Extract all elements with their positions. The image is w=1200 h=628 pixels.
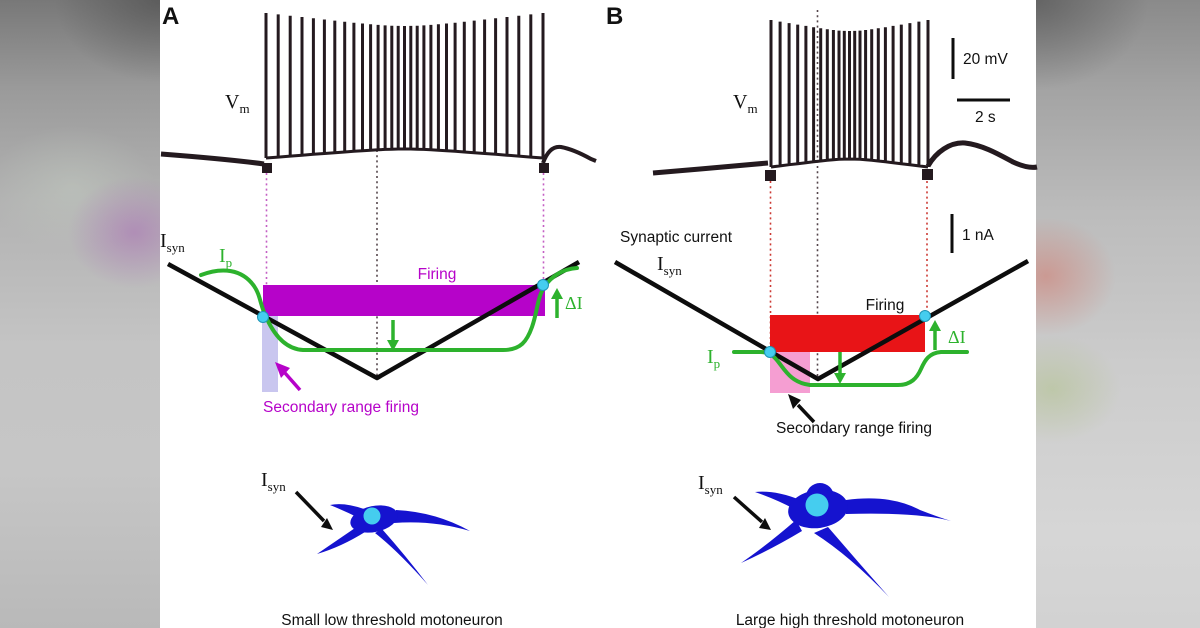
vm-onset-marker-b <box>765 170 776 181</box>
isyn-ramp-a <box>166 260 581 381</box>
vm-spikes-b <box>769 20 930 169</box>
vm-label-a: Vm <box>225 91 250 116</box>
recruitment-dot-a <box>257 311 269 323</box>
ip-label-b: Ip <box>707 346 720 371</box>
neuron-b-arrow <box>732 495 771 530</box>
deltai-label-a: ΔI <box>565 293 583 313</box>
isyn-ramp-b <box>613 259 1030 382</box>
secondary-arrow-b <box>788 394 816 424</box>
neuron-b-nucleus <box>805 493 829 517</box>
neuron-b-dendrite-lower-right <box>814 527 889 597</box>
scale-1na-label: 1 nA <box>962 227 995 244</box>
derecruitment-dot-a <box>537 279 549 291</box>
neuron-isyn-label-b: Isyn <box>698 472 723 497</box>
ip-curve-b <box>732 350 969 387</box>
caption-b: Large high threshold motoneuron <box>736 612 964 628</box>
vm-trace-b <box>652 20 1038 181</box>
firing-label-a: Firing <box>418 266 457 283</box>
deltai-down-arrowhead-b <box>834 373 846 384</box>
green-arrows <box>387 288 941 384</box>
neuron-b-dendrite-lower-left <box>741 520 802 563</box>
neuron-a-dendrite-lower-right <box>375 529 428 585</box>
neuron-a-nucleus <box>363 507 381 525</box>
vm-offset-marker-b <box>922 169 933 180</box>
scale-bars <box>950 38 1010 253</box>
neuron-isyn-label-a: Isyn <box>261 469 286 494</box>
vm-lead-a <box>160 151 265 167</box>
secondary-band-a <box>262 316 278 392</box>
firing-bar-a <box>263 285 545 316</box>
ip-label-a: Ip <box>219 245 232 270</box>
vm-trace-a <box>160 13 597 173</box>
synaptic-current-label-b: Synaptic current <box>620 229 733 246</box>
isyn-label-a: Isyn <box>160 230 185 255</box>
vm-tail-a <box>541 144 597 164</box>
vm-label-b: Vm <box>733 91 758 116</box>
scale-20mv-label: 20 mV <box>963 51 1008 68</box>
vm-onset-marker-a <box>262 163 272 173</box>
vm-tail-b <box>925 140 1038 170</box>
firing-label-b: Firing <box>866 297 905 314</box>
background-blur-right <box>1036 0 1200 628</box>
secondary-label-b: Secondary range firing <box>776 420 932 437</box>
neuron-b-dendrite-right <box>846 498 951 521</box>
recruitment-dot-b <box>764 346 776 358</box>
deltai-down-arrowhead-a <box>387 340 399 351</box>
scale-2s-label: 2 s <box>975 109 996 126</box>
deltai-label-b: ΔI <box>948 327 966 347</box>
secondary-arrow-a <box>275 362 302 392</box>
deltai-up-arrowhead-a <box>551 288 563 299</box>
deltai-up-arrowhead-b <box>929 320 941 331</box>
background-blur-left <box>0 0 160 628</box>
caption-a: Small low threshold motoneuron <box>281 612 502 628</box>
neuron-a-arrow <box>294 490 333 530</box>
panel-b-letter: B <box>606 3 623 30</box>
isyn-label-b: Isyn <box>657 253 682 278</box>
vm-offset-marker-a <box>539 163 549 173</box>
neuron-a-dendrite-lower-left <box>317 526 365 554</box>
neuron-a <box>317 504 470 585</box>
vm-lead-b <box>652 160 769 176</box>
neuron-b <box>741 483 951 597</box>
derecruitment-dot-b <box>919 310 931 322</box>
vm-spikes-a <box>264 13 545 160</box>
panel-a-letter: A <box>162 3 179 30</box>
neuron-b-dendrite-upper-left <box>755 491 800 511</box>
secondary-label-a: Secondary range firing <box>263 399 419 416</box>
neuron-a-dendrite-right <box>394 510 470 531</box>
